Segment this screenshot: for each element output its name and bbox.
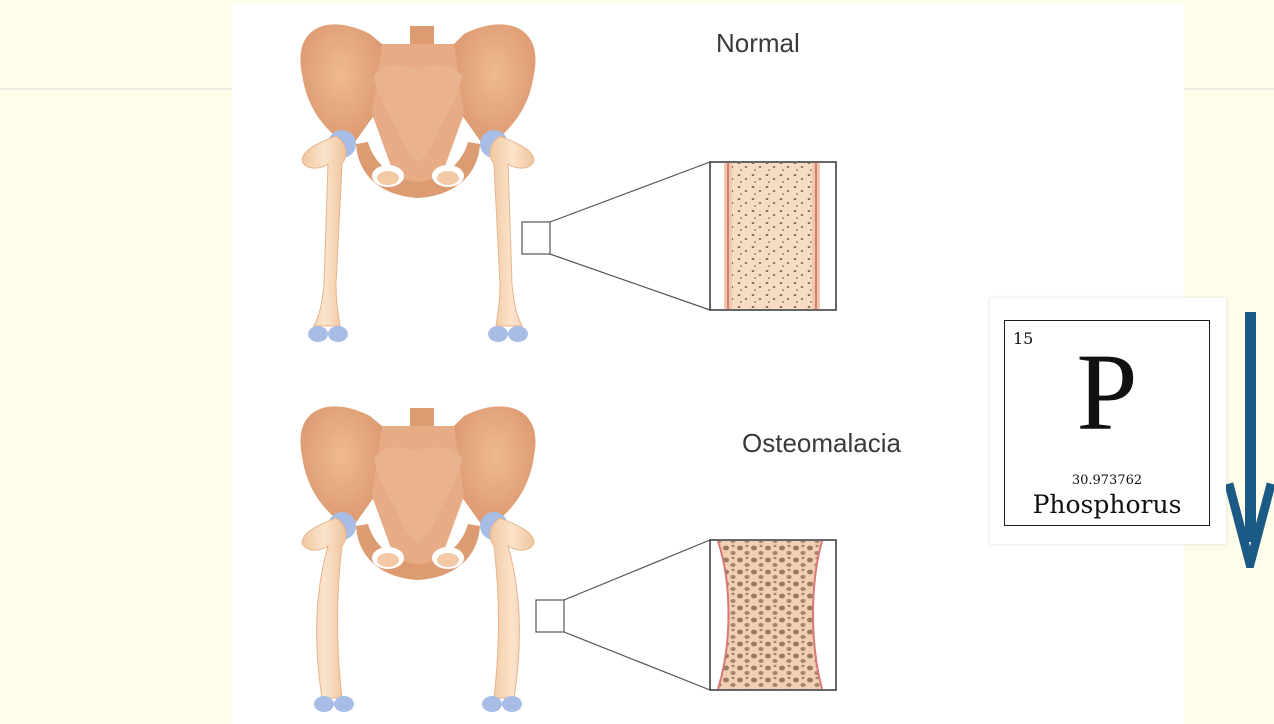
osteomalacia-bone-magnifier — [536, 540, 836, 690]
periodic-table-tile: 15 P 30.973762 Phosphorus — [1004, 320, 1210, 526]
atomic-mass: 30.973762 — [1005, 473, 1209, 488]
phosphorus-element-card: 15 P 30.973762 Phosphorus — [990, 298, 1226, 544]
normal-pelvis-illustration — [300, 24, 535, 342]
normal-label: Normal — [716, 28, 800, 59]
normal-bone-magnifier — [522, 162, 836, 310]
element-symbol: P — [1005, 337, 1209, 447]
down-arrow-icon — [1226, 312, 1274, 568]
osteomalacia-label: Osteomalacia — [742, 428, 901, 459]
element-name: Phosphorus — [1005, 490, 1209, 519]
osteomalacia-pelvis-illustration — [300, 406, 535, 712]
